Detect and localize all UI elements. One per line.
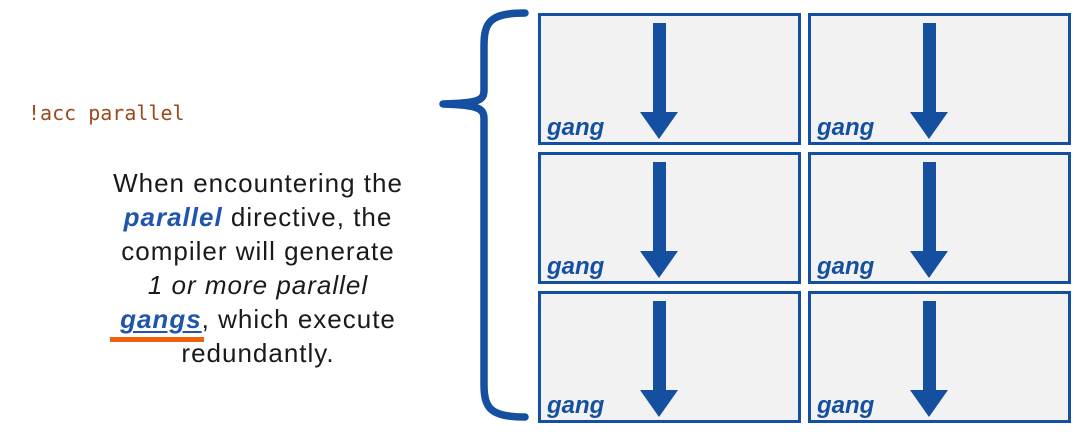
down-arrow-icon: [910, 301, 949, 417]
gang-box: gang: [808, 152, 1071, 284]
arrow-shaft: [922, 23, 936, 112]
gang-box: gang: [538, 291, 801, 423]
arrow-head: [910, 390, 949, 417]
paragraph-line: 1 or more parallel: [48, 268, 468, 302]
paragraph-line: compiler will generate: [48, 234, 468, 268]
down-arrow-icon: [910, 162, 949, 278]
line5-text: , which execute: [201, 304, 396, 334]
gang-label: gang: [547, 253, 605, 281]
line6-text: redundantly.: [181, 338, 335, 368]
code-directive: !acc parallel: [28, 101, 185, 125]
left-brace-icon: [439, 9, 529, 421]
down-arrow-icon: [910, 23, 949, 139]
down-arrow-icon: [640, 162, 679, 278]
gang-box: gang: [538, 13, 801, 145]
gang-label: gang: [817, 392, 875, 420]
arrow-shaft: [652, 301, 666, 390]
gang-box: gang: [808, 291, 1071, 423]
arrow-head: [640, 112, 679, 139]
line1-text: When encountering the: [113, 168, 403, 198]
arrow-head: [640, 390, 679, 417]
gang-grid: gang gang gang gang: [538, 13, 1071, 423]
arrow-shaft: [922, 162, 936, 251]
arrow-head: [910, 112, 949, 139]
gang-label: gang: [547, 392, 605, 420]
arrow-shaft: [652, 162, 666, 251]
gang-box: gang: [538, 152, 801, 284]
gangs-keyword: gangs: [120, 304, 202, 334]
down-arrow-icon: [640, 301, 679, 417]
down-arrow-icon: [640, 23, 679, 139]
description-paragraph: When encountering the parallel directive…: [48, 166, 468, 370]
gang-label: gang: [817, 253, 875, 281]
paragraph-line: When encountering the: [48, 166, 468, 200]
arrow-head: [910, 251, 949, 278]
paragraph-line: gangs, which execute: [48, 302, 468, 336]
line2-text: directive, the: [222, 202, 393, 232]
arrow-shaft: [922, 301, 936, 390]
gang-label: gang: [817, 114, 875, 142]
paragraph-line: redundantly.: [48, 336, 468, 370]
line4-text: 1 or more parallel: [147, 270, 369, 300]
arrow-head: [640, 251, 679, 278]
paragraph-line: parallel directive, the: [48, 200, 468, 234]
gang-box: gang: [808, 13, 1071, 145]
arrow-shaft: [652, 23, 666, 112]
line3-text: compiler will generate: [121, 236, 395, 266]
parallel-keyword: parallel: [123, 202, 223, 232]
gang-label: gang: [547, 114, 605, 142]
